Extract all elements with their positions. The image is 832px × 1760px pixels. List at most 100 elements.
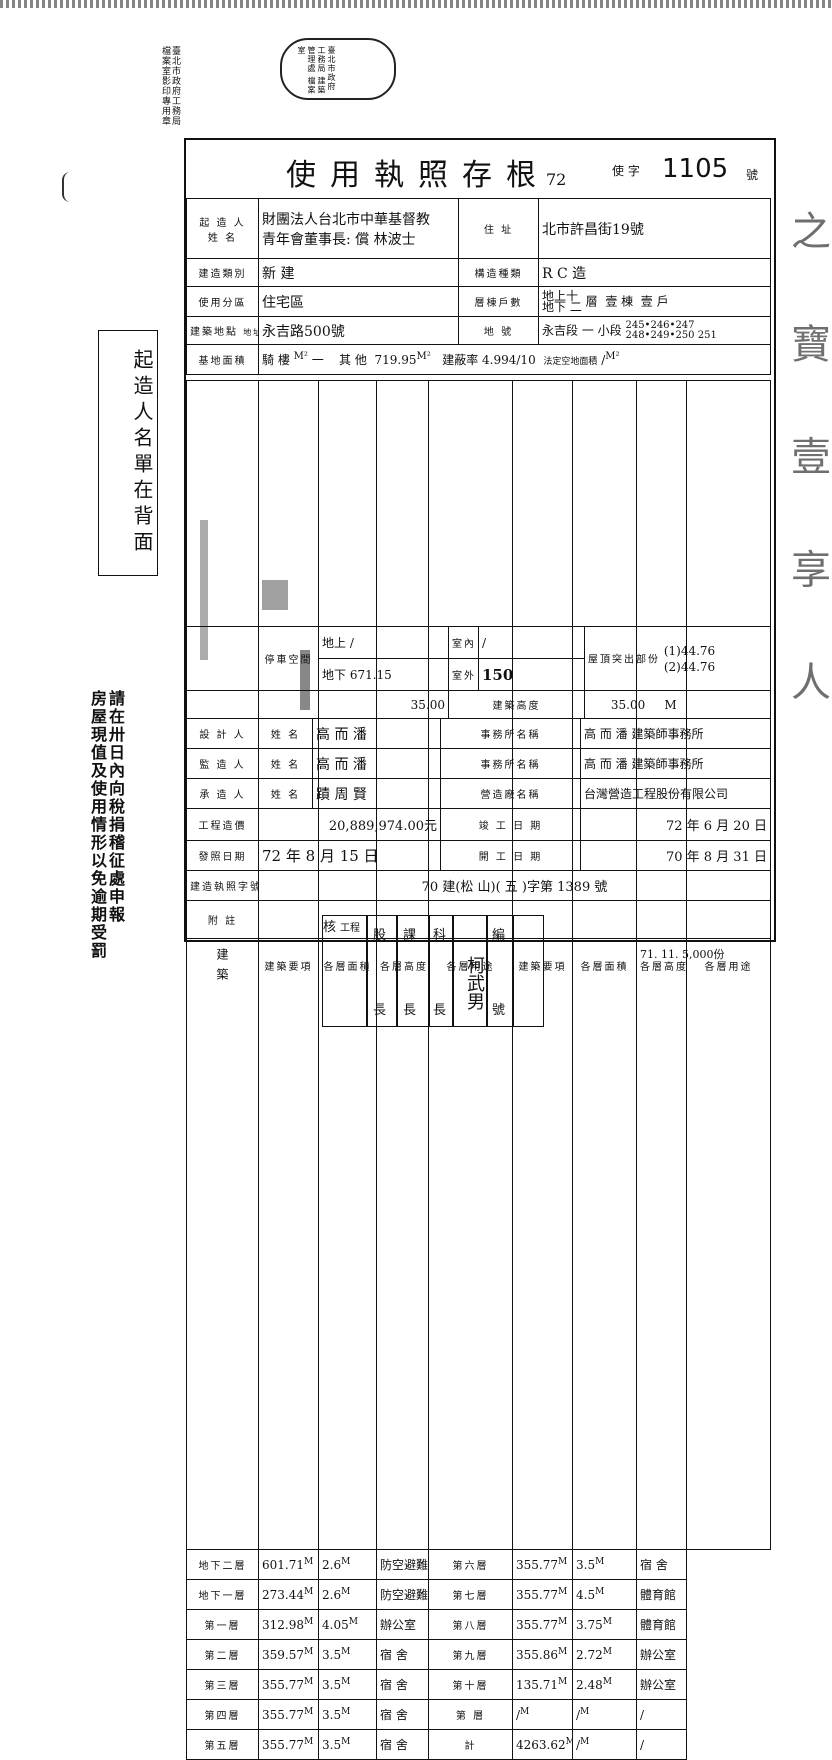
lot-label: 地 號 (459, 317, 539, 345)
form-print-number: 71. 11. 5,000份 (640, 946, 724, 962)
build-type-label: 建造類別 (187, 259, 259, 287)
blank-cell (187, 627, 259, 691)
address-label: 住 址 (459, 199, 539, 259)
person-row: 監 造 人姓 名高 而 潘事務所名稱高 而 潘 建築師事務所 (187, 749, 771, 779)
floor-cell: /M (513, 1700, 573, 1730)
floor-row: 地下二層601.71M2.6M防空避難室及室內游泳池第六層355.77M3.5M… (187, 1550, 771, 1580)
floor-cell: 體育館 (637, 1610, 687, 1640)
outdoor-label: 室外 (449, 659, 479, 691)
floor-cell: 359.57M (259, 1640, 319, 1670)
floor-cell: 355.77M (513, 1580, 573, 1610)
floor-cell: 第五層 (187, 1730, 259, 1760)
floor-cell: 4.05M (319, 1610, 377, 1640)
floor-cell: 355.86M (513, 1640, 573, 1670)
floor-cell: 宿 舍 (377, 1670, 429, 1700)
sign-cell (512, 915, 544, 1027)
seal-text: 臺北市政府工務局 建築管理處 檔案室 (296, 46, 336, 98)
ink-smear (300, 650, 310, 710)
floor-cell: 3.5M (319, 1640, 377, 1670)
scan-edge (0, 0, 832, 8)
blank-cell (187, 691, 259, 719)
scan-mark (62, 172, 74, 202)
floor-cell: 第 層 (429, 1700, 513, 1730)
address-value: 北市許昌街19號 (539, 199, 771, 259)
floors-label: 層棟戶數 (459, 287, 539, 317)
year-number: 72 (546, 170, 566, 189)
floor-cell: 355.77M (259, 1700, 319, 1730)
person-name-label: 姓 名 (259, 779, 313, 809)
floor-cell: / (637, 1730, 687, 1760)
tax-notice: 請在卅日內向稅捐稽征處申報房屋現值及使用情形以免逾期受罰 (88, 690, 124, 990)
margin-handwriting: 之 寶 壹 享 人 (786, 210, 828, 850)
floor-cell: 第二層 (187, 1640, 259, 1670)
use-char: 使 字 (612, 162, 640, 179)
floor-cell: 273.44M (259, 1580, 319, 1610)
height-left-value: 35.00 (259, 691, 449, 719)
header-cell: 各層高度 (637, 381, 687, 1550)
sign-cell: 科長 (428, 915, 454, 1027)
floor-row: 第五層355.77M3.5M宿 舍計4263.62M/M/ (187, 1730, 771, 1760)
floors-value: 地上十地下 二 層 壹 棟 壹 戶 (539, 287, 771, 317)
floor-cell: 宿 舍 (377, 1640, 429, 1670)
floor-cell: 355.77M (513, 1610, 573, 1640)
header-cell: 建築要項 (259, 381, 319, 1550)
floor-row: 第四層355.77M3.5M宿 舍第 層/M/M/ (187, 1700, 771, 1730)
roof-cell: 屋頂突出部份 (1)44.76(2)44.76 (585, 627, 771, 691)
indoor-label: 室內 (449, 627, 479, 659)
floor-cell: 2.48M (573, 1670, 637, 1700)
parking-above: 地上 / (319, 627, 449, 659)
floor-cell: 第十層 (429, 1670, 513, 1700)
applicant-value: 財團法人台北市中華基督教青年會董事長: 償 林波士 (259, 199, 459, 259)
person-office-label: 事務所名稱 (441, 749, 581, 779)
ink-smear (262, 580, 288, 610)
floor-cell: 3.5M (319, 1730, 377, 1760)
parking-below: 地下 671.15 (319, 659, 449, 691)
floor-cell: 計 (429, 1730, 513, 1760)
copy-stamp: 臺北市政府工務局檔案室影印專用章 (160, 46, 180, 126)
done-value: 72 年 6 月 20 日 (581, 809, 771, 841)
ink-smear (200, 520, 208, 660)
parking-table: 停車空間 地上 / 室內 / 屋頂突出部份 (1)44.76(2)44.76 地… (186, 626, 771, 719)
sign-cell: 編號 (486, 915, 514, 1027)
floor-cell: 第六層 (429, 1550, 513, 1580)
person-office: 高 而 潘 建築師事務所 (581, 749, 771, 779)
floor-cell: 312.98M (259, 1610, 319, 1640)
cost-value: 20,889,974.00元 (259, 809, 441, 841)
doc-title: 使用執照存根 (286, 150, 550, 194)
info-table: 起 造 人姓 名 財團法人台北市中華基督教青年會董事長: 償 林波士 住 址 北… (186, 198, 771, 375)
sign-cell: 股長 (366, 915, 398, 1027)
floor-cell: 3.75M (573, 1610, 637, 1640)
floor-row: 第一層312.98M4.05M辦公室第八層355.77M3.75M體育館 (187, 1610, 771, 1640)
floor-row: 地下一層273.44M2.6M防空避難室第七層355.77M4.5M體育館 (187, 1580, 771, 1610)
floor-side-label: 建 築 (187, 381, 259, 1550)
floor-cell: 601.71M (259, 1550, 319, 1580)
floor-cell: 355.77M (259, 1670, 319, 1700)
archive-seal: 臺北市政府工務局 建築管理處 檔案室 (280, 38, 396, 100)
floor-cell: 體育館 (637, 1580, 687, 1610)
person-role: 監 造 人 (187, 749, 259, 779)
sign-cell: 課長 (396, 915, 430, 1027)
floor-cell: /M (573, 1700, 637, 1730)
permit-label: 建造執照字號 (187, 871, 259, 901)
floor-cell: 宿 舍 (637, 1550, 687, 1580)
floor-cell: 辦公室 (637, 1640, 687, 1670)
structure-value: R C 造 (539, 259, 771, 287)
license-number: 1105 (662, 154, 728, 184)
cost-label: 工程造價 (187, 809, 259, 841)
person-office: 台灣營造工程股份有限公司 (581, 779, 771, 809)
person-row: 設 計 人姓 名高 而 潘事務所名稱高 而 潘 建築師事務所 (187, 719, 771, 749)
site-value: 永吉路500號 (259, 317, 459, 345)
floor-cell: 第四層 (187, 1700, 259, 1730)
floor-cell: / (637, 1700, 687, 1730)
person-name-label: 姓 名 (259, 749, 313, 779)
zone-label: 使用分區 (187, 287, 259, 317)
indoor-value: / (479, 627, 585, 659)
area-label: 基地面積 (187, 345, 259, 375)
zone-value: 住宅區 (259, 287, 459, 317)
floor-cell: 355.77M (259, 1730, 319, 1760)
floor-cell: 第八層 (429, 1610, 513, 1640)
applicant-list-note: 起造人名單在背面 (98, 330, 158, 576)
floor-cell: 地下一層 (187, 1580, 259, 1610)
height-label: 建築高度 (449, 691, 585, 719)
